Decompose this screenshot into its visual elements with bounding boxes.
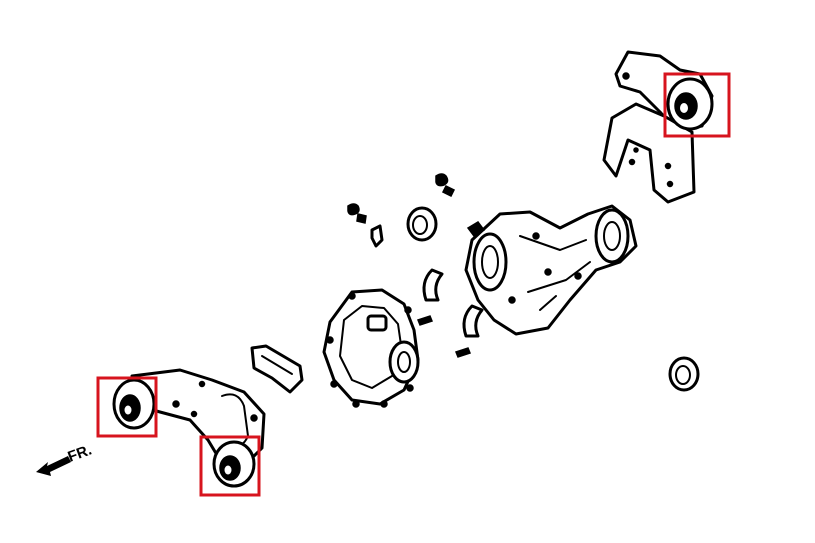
front-left-mount-bushing xyxy=(112,378,156,430)
front-right-mount-bushing xyxy=(212,440,256,488)
highlight-front-left-bushing xyxy=(96,376,158,438)
oil-seal-right xyxy=(668,356,700,392)
highlight-boxes xyxy=(96,72,731,497)
bearing-caps xyxy=(417,268,484,358)
front-direction-arrow-icon xyxy=(36,456,71,476)
highlight-front-right-bushing xyxy=(199,435,261,497)
differential-housing xyxy=(464,204,638,336)
highlight-upper-right-bushing xyxy=(663,72,731,138)
upper-mount-bushing xyxy=(666,77,714,131)
front-direction-indicator: FR. xyxy=(36,442,94,476)
small-bolts-group xyxy=(347,173,456,248)
differential-cover xyxy=(322,288,420,408)
oil-seal-left xyxy=(406,206,438,242)
small-mount-bracket xyxy=(250,344,304,394)
front-direction-label: FR. xyxy=(66,442,95,466)
